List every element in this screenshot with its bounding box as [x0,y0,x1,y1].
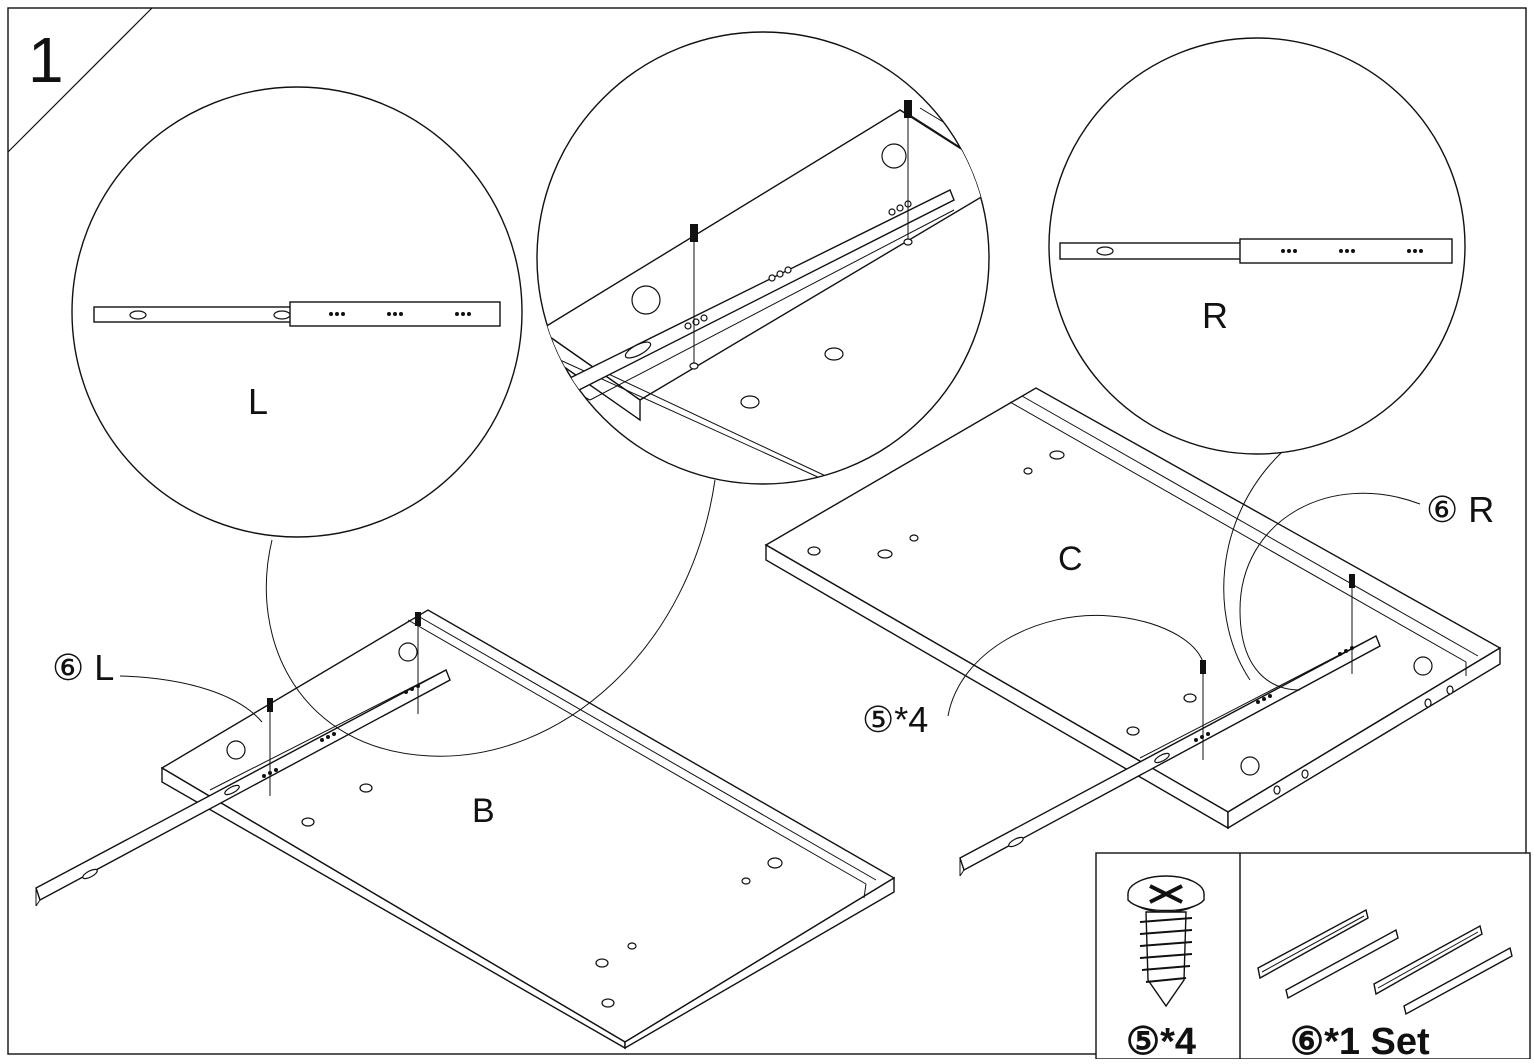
drawer-slide-set-icon [1257,908,1513,1016]
detail-circle-left: L [71,86,523,538]
callout-screws: ⑤*4 [862,699,928,740]
magnifier-ring-right [1239,492,1421,691]
callout-leader-screws [947,614,1204,717]
parts-slide-label: ⑥*1 Set [1290,1021,1430,1059]
detail-left-label: L [248,381,268,422]
magnifier-link-left [265,479,716,757]
panel-c-label: C [1058,540,1083,578]
panel-c: C [764,387,1502,877]
detail-circle-center [536,31,990,485]
callout-slide-right: ⑥ R [1426,489,1494,530]
detail-right-label: R [1202,295,1228,336]
step-number: 1 [28,24,64,96]
parts-box: ⑤*4 ⑥*1 Set [1095,852,1531,1063]
step-corner-divider [7,7,153,153]
detail-circle-right: R [1048,37,1466,455]
panel-b-label: B [472,792,495,830]
callout-slide-left: ⑥ L [52,647,114,688]
screw-icon [1127,875,1205,1008]
parts-screw-label: ⑤*4 [1126,1021,1196,1059]
panel-b: B [35,609,896,1050]
page-frame [7,7,1527,1055]
callout-leader-slide-left [119,675,263,723]
magnifier-link-right [1223,451,1283,681]
